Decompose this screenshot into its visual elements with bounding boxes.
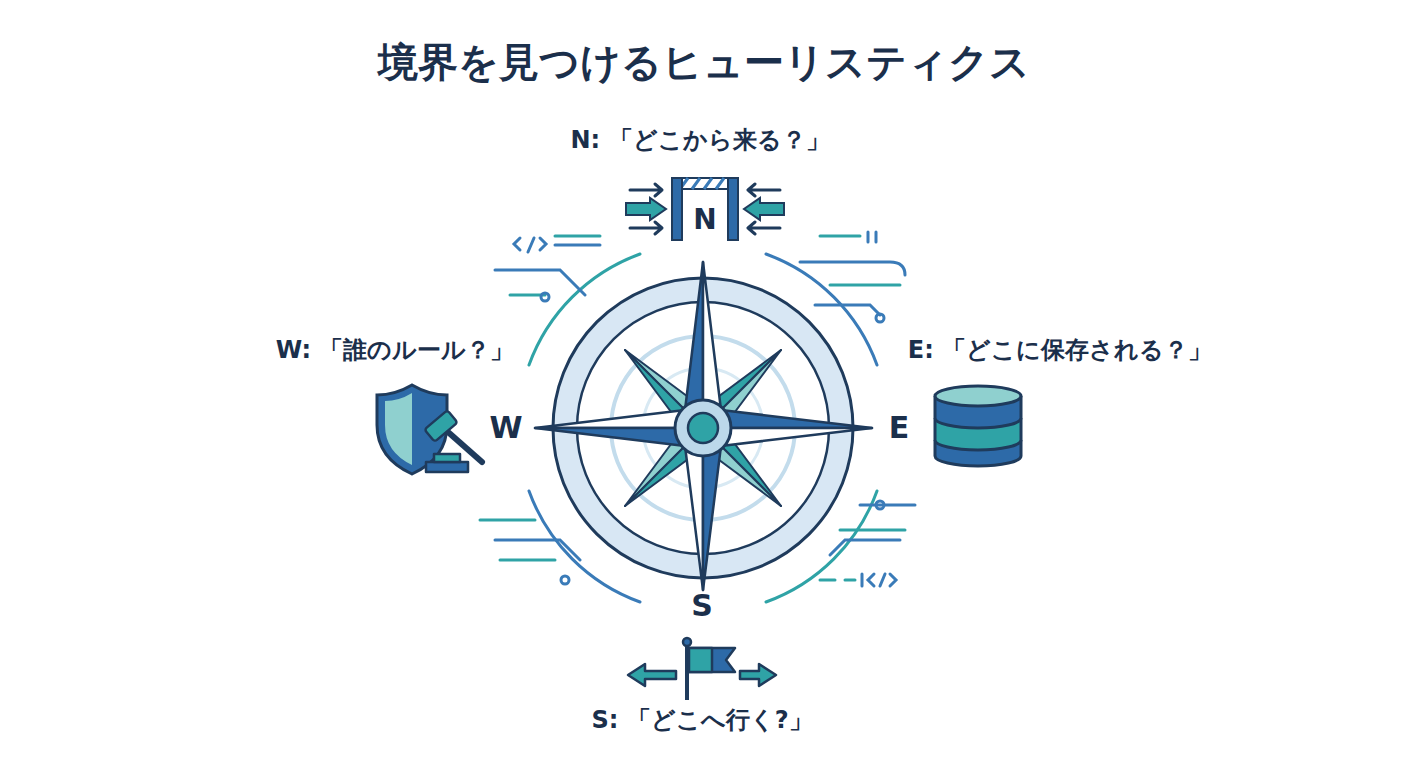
compass-letter: S bbox=[691, 588, 713, 624]
compass-letter: W bbox=[489, 410, 522, 446]
compass-letter: N bbox=[693, 203, 716, 237]
direction-question: E: 「どこに保存される？」 bbox=[908, 336, 1212, 365]
direction-question: W: 「誰のルール？」 bbox=[276, 336, 515, 365]
diagram-title: 境界を見つけるヒューリスティクス bbox=[378, 38, 1030, 86]
direction-question: N: 「どこから来る？」 bbox=[570, 126, 829, 155]
direction-question: S: 「どこへ行く?」 bbox=[591, 706, 812, 735]
compass-letter: E bbox=[889, 410, 910, 446]
